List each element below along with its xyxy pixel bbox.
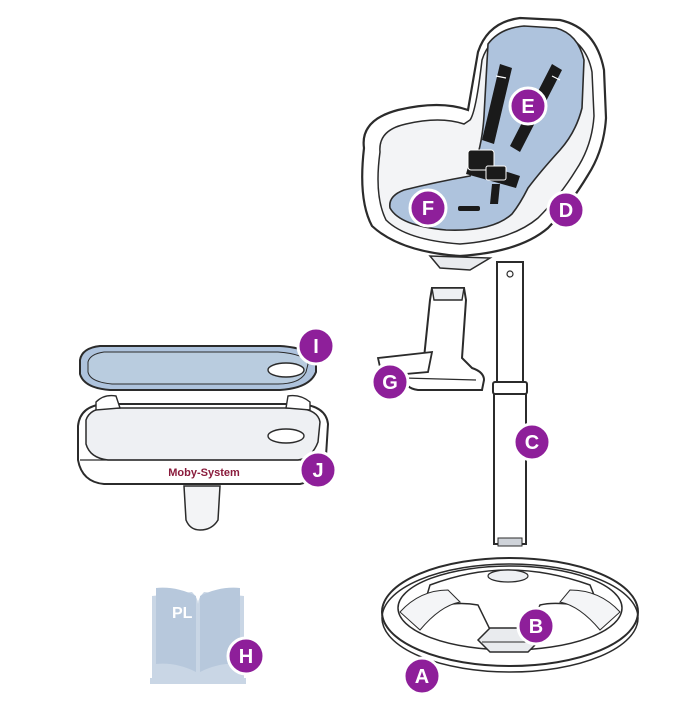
height-column	[492, 261, 528, 547]
tray: Moby-System	[77, 394, 330, 531]
svg-text:J: J	[312, 460, 323, 482]
label-badge-b: B	[516, 606, 556, 646]
label-badge-j: J	[298, 450, 338, 490]
svg-text:E: E	[521, 96, 534, 118]
svg-text:I: I	[313, 336, 319, 358]
svg-text:C: C	[525, 432, 539, 454]
safety-harness	[458, 64, 562, 211]
label-badge-f: F	[408, 188, 448, 228]
label-badge-e: E	[508, 86, 548, 126]
footrest	[376, 287, 486, 391]
svg-text:G: G	[382, 372, 398, 394]
base-ring	[381, 557, 639, 673]
svg-text:D: D	[559, 200, 573, 222]
svg-text:B: B	[529, 616, 543, 638]
svg-text:H: H	[239, 646, 253, 668]
svg-text:F: F	[422, 198, 434, 220]
label-badge-d: D	[546, 190, 586, 230]
tray-insert	[79, 345, 317, 391]
label-badge-g: G	[370, 362, 410, 402]
tray-brand-label: Moby-System	[168, 467, 240, 479]
label-badge-h: H	[226, 636, 266, 676]
open-book-icon: PL	[150, 587, 246, 684]
manual-language-label: PL	[172, 605, 193, 622]
svg-text:A: A	[415, 666, 429, 688]
label-badge-a: A	[402, 656, 442, 696]
label-badge-i: I	[296, 326, 336, 366]
label-badge-c: C	[512, 422, 552, 462]
